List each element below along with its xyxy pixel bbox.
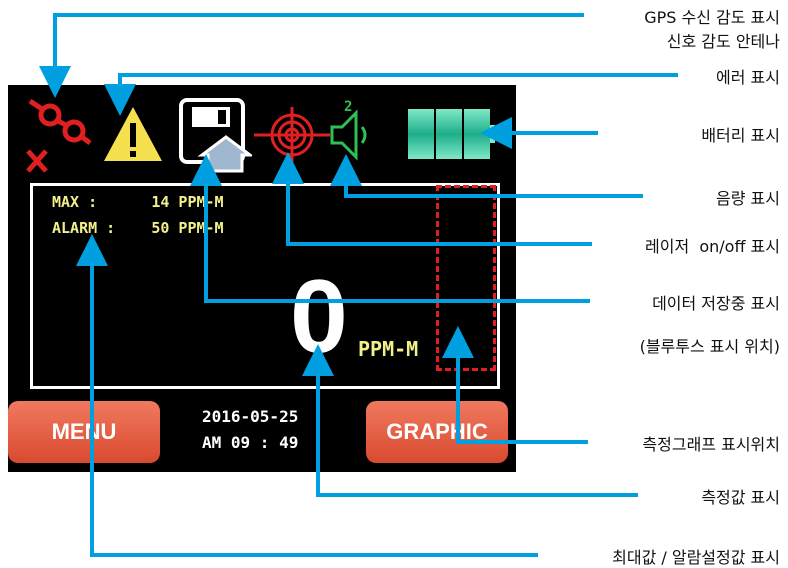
graph-area-placeholder: [436, 185, 496, 371]
label-max-alarm: 최대값 / 알람설정값 표시: [612, 548, 780, 567]
label-laser: 레이저 on/off 표시: [645, 237, 780, 256]
date-readout: 2016-05-25: [202, 407, 299, 426]
callout-saving: [190, 154, 590, 303]
callout-laser: [272, 152, 592, 246]
label-bluetooth: (블루투스 표시 위치): [639, 337, 780, 356]
menu-button[interactable]: MENU: [8, 401, 160, 463]
reading-unit: PPM-M: [358, 337, 419, 361]
label-error: 에러 표시: [716, 68, 780, 87]
label-antenna: 신호 감도 안테나: [666, 32, 780, 51]
callout-gps: [39, 13, 584, 98]
label-measured-value: 측정값 표시: [701, 488, 780, 507]
label-battery: 배터리 표시: [701, 126, 780, 145]
laser-target-icon: [254, 107, 330, 163]
label-gps: GPS 수신 감도 표시: [644, 8, 780, 27]
alarm-readout: ALARM : 50 PPM-M: [52, 219, 224, 237]
label-saving: 데이터 저장중 표시: [652, 294, 780, 313]
callout-volume: [330, 154, 643, 198]
battery-icon: [408, 109, 495, 159]
gps-satellite-icon: [26, 98, 92, 173]
callout-graph: [442, 326, 588, 444]
label-volume: 음량 표시: [716, 189, 780, 208]
callout-measured: [302, 344, 638, 497]
volume-level: 2: [344, 99, 353, 115]
graphic-button[interactable]: GRAPHIC: [366, 401, 508, 463]
label-graph-position: 측정그래프 표시위치: [642, 435, 780, 454]
max-readout: MAX : 14 PPM-M: [52, 193, 224, 211]
display-frame: [30, 183, 500, 389]
callout-max-alarm: [76, 234, 538, 557]
time-readout: AM 09 : 49: [202, 433, 299, 452]
callout-error: [104, 73, 678, 116]
warning-icon: [104, 107, 162, 161]
